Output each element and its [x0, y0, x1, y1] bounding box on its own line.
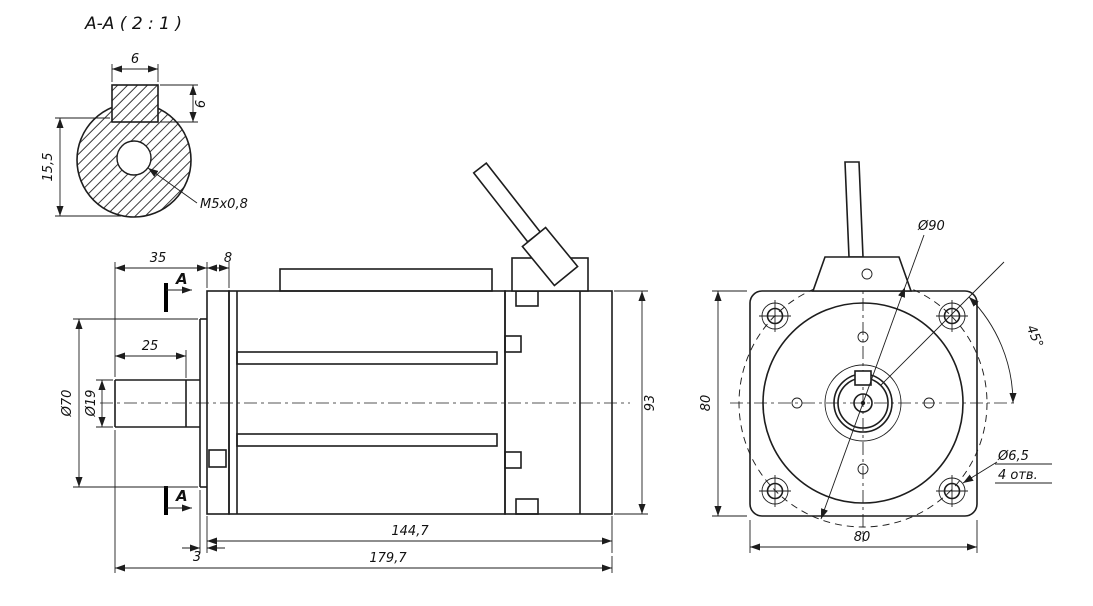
hole-note-count-label: 4 отв. [998, 468, 1038, 483]
dim-shaft-length-label: 35 [150, 251, 167, 266]
dim-bolt-circle: Ø90 [820, 219, 945, 520]
dim-total-length: 179,7 [114, 430, 613, 573]
motor-body [228, 290, 506, 515]
dim-pilot-dia-label: Ø70 [60, 390, 75, 418]
cable-front [844, 161, 864, 258]
connector-pin [861, 268, 873, 280]
dim-hole-angle: 45° [968, 296, 1046, 404]
body-top-plate [279, 268, 493, 292]
hole-note: Ø6,5 4 отв. [962, 449, 1052, 484]
dim-body-height: 93 [614, 290, 658, 515]
side-view: A A 35 8 25 Ø19 [60, 161, 658, 573]
dim-keyway-depth-label: 15,5 [41, 153, 56, 182]
dim-flange-width-label: 80 [854, 530, 871, 545]
dim-key-length-label: 25 [142, 339, 159, 354]
dim-shaft-dia-label: Ø19 [84, 390, 99, 418]
front-view: Ø90 45° 80 80 Ø6,5 4 отв. [699, 161, 1052, 553]
hole-note-dia-label: Ø6,5 [997, 449, 1029, 464]
dim-pilot-dia: Ø70 [60, 318, 198, 488]
dim-shaft-dia: Ø19 [84, 379, 113, 428]
rear-step-top [515, 290, 539, 307]
shaft-outline [114, 379, 200, 428]
body-slot-lower [236, 433, 498, 447]
dim-hole-angle-label: 45° [1023, 323, 1046, 350]
flange-detail [208, 449, 227, 468]
rear-tab-upper [504, 335, 522, 353]
dim-key-length: 25 [115, 339, 187, 378]
body-slot-upper [236, 351, 498, 365]
dim-pilot-depth-label: 3 [193, 550, 201, 565]
keyway-front [854, 370, 872, 386]
dim-total-length-label: 179,7 [369, 551, 407, 566]
dim-flange-thickness-label: 8 [224, 251, 232, 266]
corner-hole-bl [759, 475, 791, 507]
thread-callout-label: M5x0,8 [200, 197, 248, 212]
dim-key-height-label: 6 [194, 100, 209, 108]
dim-body-height-label: 93 [643, 395, 658, 412]
cable-side [472, 161, 542, 244]
dim-flange-height-label: 80 [699, 395, 714, 412]
thread-hole [116, 140, 152, 176]
dim-body-length: 144,7 [206, 516, 613, 553]
dim-pilot-depth: 3 [182, 490, 225, 565]
face-hole-right [923, 397, 935, 409]
rear-step-bottom [515, 498, 539, 515]
dim-key-width-label: 6 [131, 52, 139, 67]
flange-plate [206, 290, 230, 515]
corner-hole-tr [936, 300, 968, 332]
dim-body-length-label: 144,7 [391, 524, 429, 539]
dim-flange-width: 80 [749, 520, 978, 553]
section-arrow-label-bottom: A [175, 487, 188, 505]
dim-flange-height: 80 [699, 290, 747, 517]
face-hole-left [791, 397, 803, 409]
corner-hole-br [936, 475, 968, 507]
dim-flange-thickness: 8 [207, 251, 232, 288]
corner-hole-tl [759, 300, 791, 332]
key-section [111, 84, 159, 123]
bolt-circle-d90 [738, 278, 988, 528]
thread-callout: M5x0,8 [147, 167, 248, 212]
section-view-aa: A-A ( 2 : 1 ) 6 6 15,5 M5x0,8 [41, 14, 248, 218]
section-title: A-A ( 2 : 1 ) [84, 14, 182, 34]
cable-connector-side [521, 226, 579, 287]
dim-key-width: 6 [111, 52, 159, 82]
dim-key-height: 6 [160, 84, 209, 123]
pilot-boss [199, 318, 207, 488]
rear-housing [504, 290, 613, 515]
section-cut-bottom: A [164, 486, 192, 515]
dim-keyway-depth: 15,5 [41, 117, 121, 217]
dim-shaft-length: 35 [114, 251, 208, 377]
dim-bolt-circle-label: Ø90 [917, 219, 945, 234]
section-cut-top: A [164, 270, 192, 312]
section-arrow-label-top: A [175, 270, 188, 288]
rear-tab-lower [504, 451, 522, 469]
